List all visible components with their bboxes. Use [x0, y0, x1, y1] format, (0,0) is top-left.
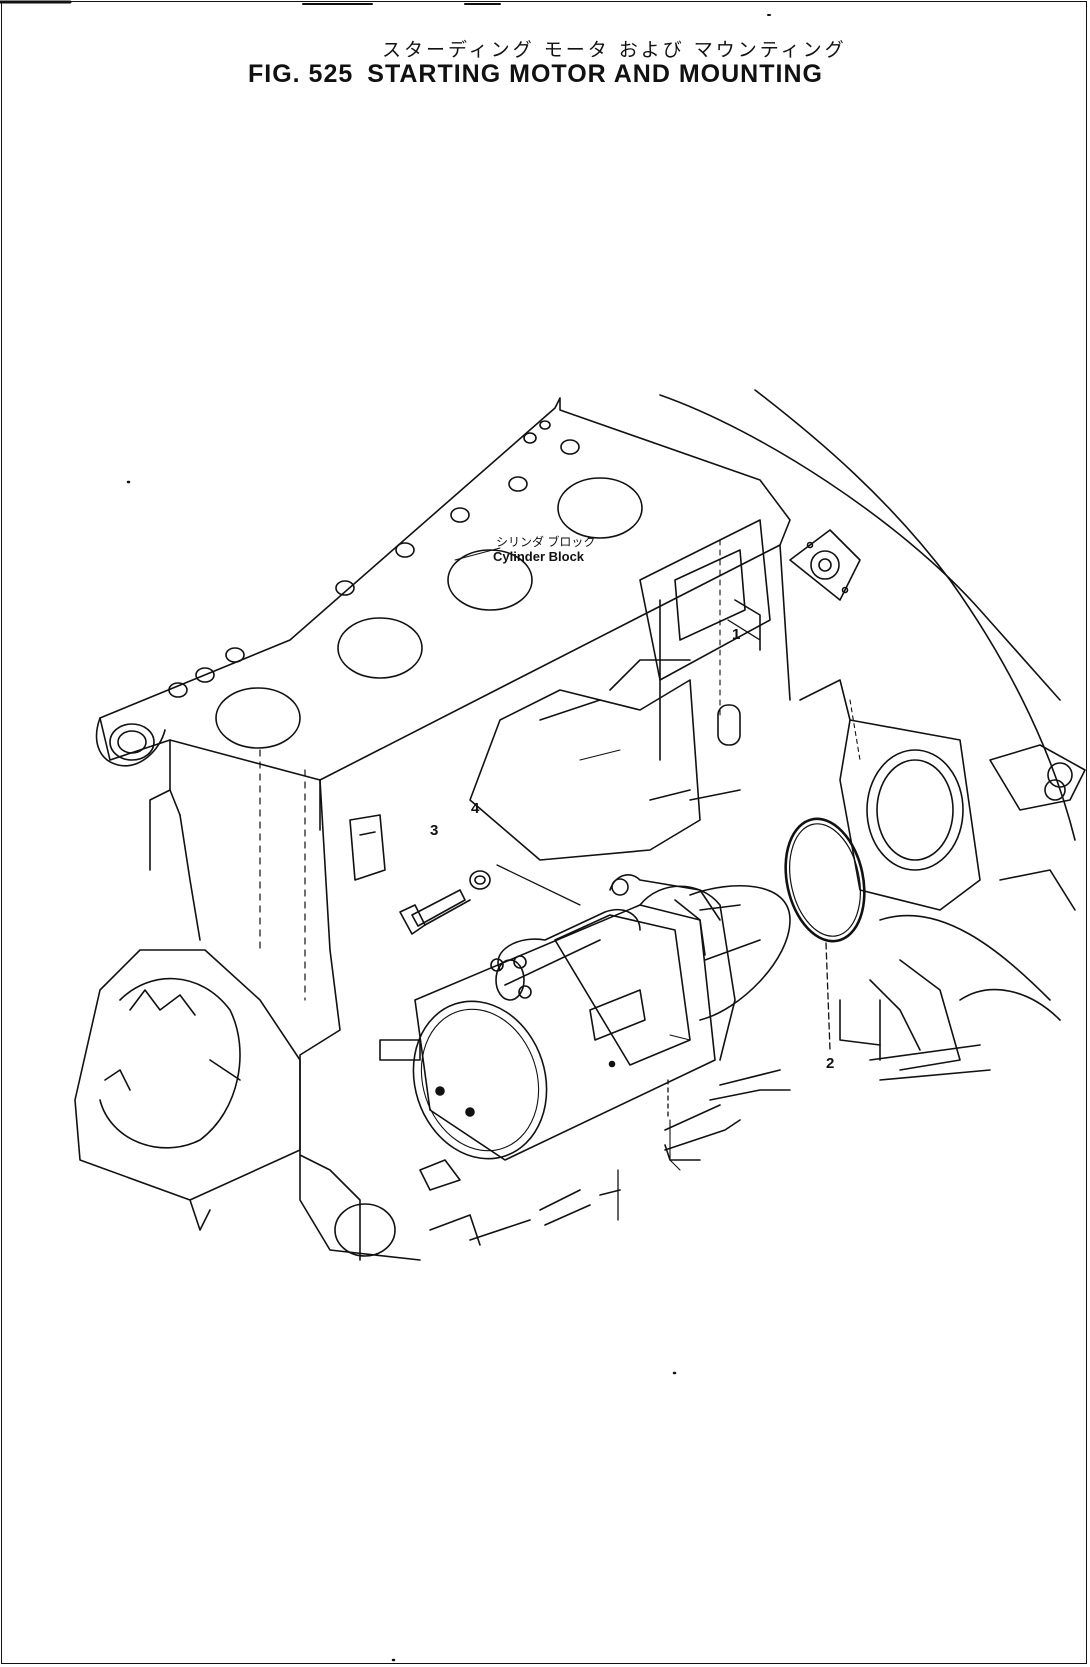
title-english: FIG. 525 STARTING MOTOR AND MOUNTING: [248, 60, 823, 89]
cylinder-block-label-jp: シリンダ ブロック: [496, 535, 596, 549]
flywheel-housing: [659, 389, 1086, 1081]
o-ring: [784, 817, 866, 943]
leader-lines: [454, 547, 831, 1221]
callout-part-2: 2: [826, 1055, 835, 1072]
bolt-and-nut: [399, 870, 491, 935]
starting-motor: [412, 874, 791, 1161]
figure-number: FIG. 525: [248, 60, 354, 88]
callout-part-1: 1: [732, 626, 741, 643]
cylinder-block-label-en: Cylinder Block: [493, 549, 585, 564]
callout-part-3: 3: [430, 822, 439, 839]
scan-specks: [126, 480, 677, 1662]
title-japanese: スターディング モータ および マウンティング: [382, 39, 847, 61]
figure-title: STARTING MOTOR AND MOUNTING: [367, 60, 823, 88]
cylinder-block: [95, 397, 791, 1261]
lower-crankcase: [74, 949, 881, 1261]
callout-part-4: 4: [471, 800, 480, 817]
scan-marks: [0, 0, 771, 16]
